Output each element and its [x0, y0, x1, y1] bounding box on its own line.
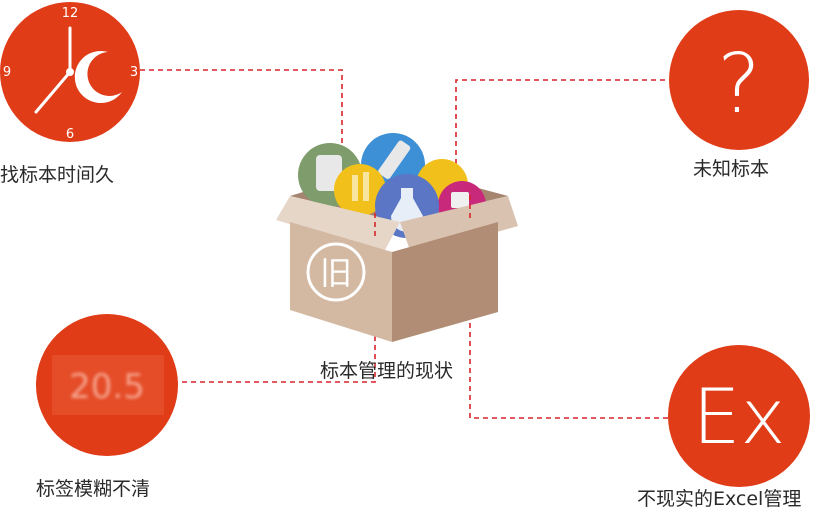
box-flap-right [400, 196, 518, 256]
blurry-circle [36, 314, 178, 456]
clock-number-6: 6 [66, 127, 74, 142]
connector-unknown [455, 79, 665, 178]
connector-clock [140, 69, 343, 150]
center-label: 标本管理的现状 [320, 360, 454, 382]
question-circle [669, 10, 809, 150]
box-contents [298, 133, 486, 238]
excel-icon: Ex [693, 372, 786, 461]
clock-center [66, 68, 74, 76]
clock-number-12: 12 [62, 6, 79, 21]
old-badge-ring [306, 242, 366, 302]
tube-shape [378, 140, 411, 179]
excel-circle [668, 345, 810, 487]
box-flap-left [276, 196, 400, 252]
blurry-node: 20.5 [36, 314, 178, 456]
tube-b [363, 172, 369, 201]
excel-node: Ex [668, 345, 810, 487]
blurry-number-icon: 20.5 [69, 367, 145, 407]
connector-excel [469, 218, 668, 419]
excel-node-label: 不现实的Excel管理 [637, 488, 802, 510]
clock-node: 12 3 6 9 [0, 2, 140, 142]
moon-icon [74, 50, 122, 103]
box-front-right [392, 222, 498, 342]
clock-node-label: 找标本时间久 [0, 164, 115, 186]
question-mark-icon: ? [717, 37, 761, 132]
yellow-tubes-icon [334, 164, 386, 216]
clock-number-9: 9 [3, 65, 11, 80]
connectors-foreground [374, 190, 471, 236]
unknown-node: ? [669, 10, 809, 150]
tube-a [352, 175, 358, 201]
unknown-node-label: 未知标本 [693, 158, 770, 180]
clock-minute-hand [34, 70, 72, 114]
blurry-label-patch [52, 355, 164, 415]
clock-number-3: 3 [130, 65, 138, 80]
blurry-node-label: 标签模糊不清 [36, 478, 151, 500]
specimen-box-icon: 旧 [276, 133, 518, 342]
magenta-bottle-shape [451, 192, 469, 208]
old-badge-text: 旧 [320, 254, 352, 292]
